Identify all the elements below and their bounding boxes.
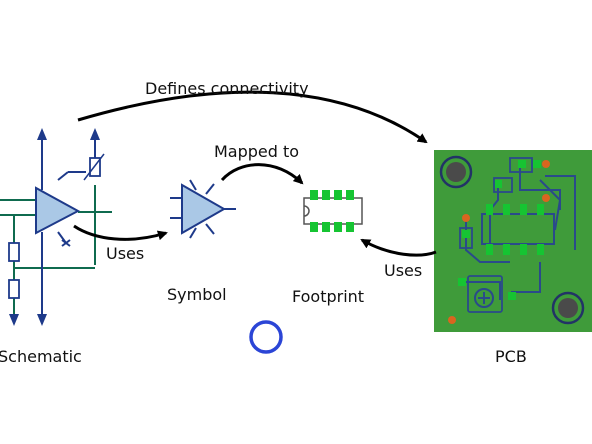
label-schematic: Schematic xyxy=(0,347,82,366)
label-uses-right: Uses xyxy=(384,261,422,280)
footprint-drawing xyxy=(303,190,363,232)
label-uses-left: Uses xyxy=(106,244,144,263)
pcb-drawing xyxy=(434,150,592,332)
label-symbol: Symbol xyxy=(167,285,227,304)
arrow-uses-left xyxy=(73,224,168,241)
label-pcb: PCB xyxy=(495,347,527,366)
symbol-drawing xyxy=(170,179,236,239)
label-defines-connectivity: Defines connectivity xyxy=(145,79,309,98)
arrow-mapped-to xyxy=(220,163,304,185)
arrow-uses-right xyxy=(360,238,437,257)
arrows xyxy=(73,90,437,257)
label-footprint: Footprint xyxy=(292,287,364,306)
label-mapped-to: Mapped to xyxy=(214,142,299,161)
arrow-defines-connectivity xyxy=(77,90,428,144)
schematic-drawing xyxy=(0,128,112,326)
circle-outline-icon xyxy=(249,320,283,354)
